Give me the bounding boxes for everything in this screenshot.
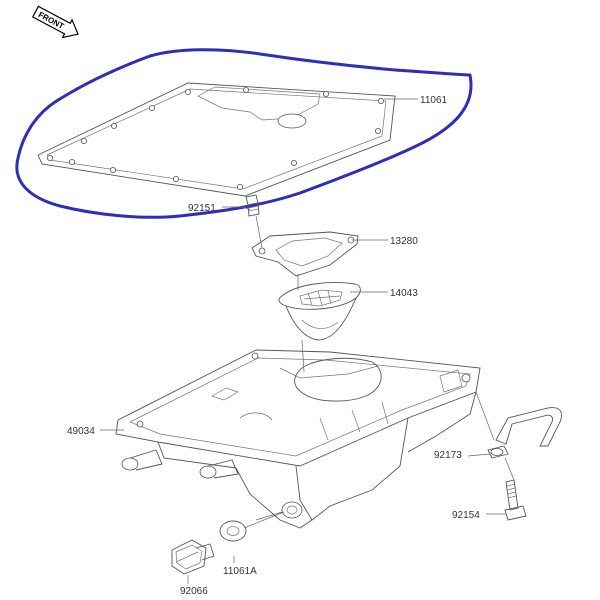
label-11061: 11061 — [420, 95, 448, 106]
part-labels: 11061 92151 13280 14043 49034 92173 9215… — [67, 95, 480, 597]
gasket-11061 — [37, 82, 396, 197]
label-49034: 49034 — [67, 426, 95, 437]
bolt-92154 — [504, 479, 527, 521]
washer-11061A — [219, 520, 247, 542]
leader-lines — [100, 98, 515, 584]
drain-plug-92066 — [171, 539, 215, 575]
label-14043: 14043 — [390, 288, 418, 299]
plate-13280 — [251, 231, 359, 277]
front-arrow-icon — [31, 5, 79, 39]
annotation-loop — [15, 48, 473, 219]
oil-pan-49034 — [115, 349, 481, 529]
label-92173: 92173 — [434, 450, 462, 461]
label-92066: 92066 — [180, 586, 208, 597]
label-92151: 92151 — [188, 203, 216, 214]
label-11061A: 11061A — [223, 566, 257, 577]
label-13280: 13280 — [390, 236, 418, 247]
front-marker: FRONT — [31, 5, 79, 39]
label-92154: 92154 — [452, 510, 480, 521]
bolt-92151 — [245, 194, 260, 217]
clamp-92173 — [487, 407, 562, 459]
strainer-14043 — [278, 282, 361, 341]
